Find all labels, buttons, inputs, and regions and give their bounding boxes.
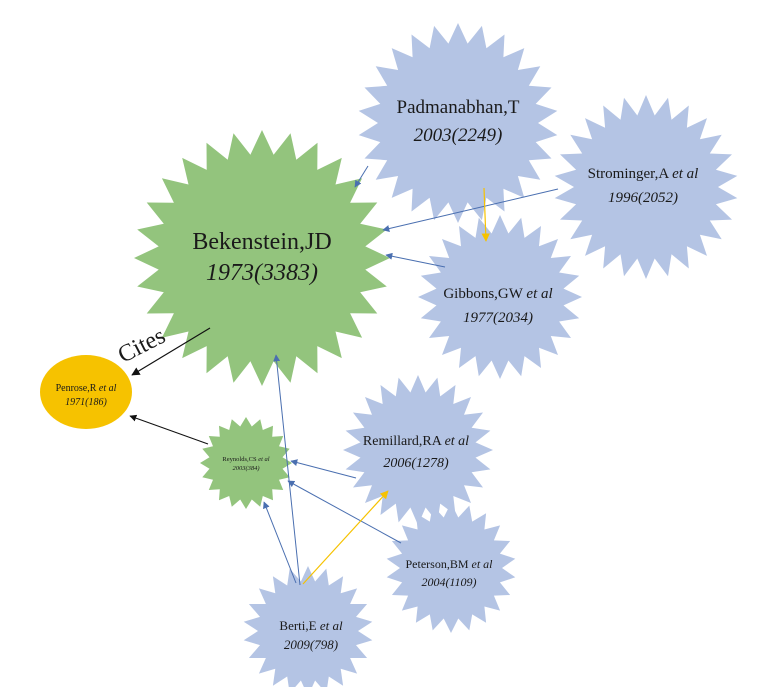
node-bekenstein-shape bbox=[134, 130, 390, 386]
node-remillard-etal: et al bbox=[445, 434, 470, 449]
node-padmanabhan-shape bbox=[358, 23, 558, 223]
edge-strominger-bekenstein bbox=[382, 188, 559, 232]
node-penrose-etal: et al bbox=[99, 383, 117, 394]
node-gibbons-etal: et al bbox=[526, 286, 552, 302]
node-penrose-shape bbox=[40, 355, 132, 429]
node-reynolds-title: Reynolds,CS et al bbox=[222, 456, 269, 463]
node-reynolds-label: Reynolds,CS et al 2003(384) bbox=[222, 456, 269, 472]
node-remillard-label: Remillard,RA et al 2006(1278) bbox=[363, 434, 469, 471]
node-reynolds-name: Reynolds,CS bbox=[222, 456, 257, 463]
edge-peterson-reynolds bbox=[287, 480, 402, 544]
node-bekenstein-label: Bekenstein,JD 1973(3383) bbox=[192, 229, 331, 286]
node-remillard-name: Remillard,RA bbox=[363, 434, 443, 449]
edge-label-cites: Cites bbox=[114, 323, 170, 369]
node-strominger-etal: et al bbox=[672, 166, 698, 182]
edge-padmanabhan-bekenstein bbox=[354, 165, 369, 188]
node-padmanabhan-label: Padmanabhan,T 2003(2249) bbox=[397, 97, 520, 146]
node-gibbons-shape bbox=[418, 215, 582, 379]
node-peterson-label: Peterson,BM et al 2004(1109) bbox=[406, 557, 494, 589]
node-berti-etal: et al bbox=[320, 618, 343, 633]
node-penrose-meta: 1971(186) bbox=[65, 397, 107, 408]
node-peterson-name: Peterson,BM bbox=[406, 557, 469, 571]
node-penrose-title: Penrose,R et al bbox=[56, 383, 117, 394]
node-strominger-shape bbox=[554, 95, 738, 279]
edge-padmanabhan-gibbons bbox=[481, 187, 490, 242]
edge-berti-remillard bbox=[302, 490, 389, 585]
node-peterson-title: Peterson,BM et al bbox=[406, 557, 494, 571]
node-peterson-etal: et al bbox=[472, 557, 494, 571]
edges bbox=[129, 165, 559, 586]
node-berti-label: Berti,E et al 2009(798) bbox=[279, 618, 343, 652]
node-padmanabhan-meta: 2003(2249) bbox=[414, 125, 503, 146]
node-penrose-label: Penrose,R et al 1971(186) bbox=[56, 383, 117, 408]
node-remillard-title: Remillard,RA et al bbox=[363, 434, 469, 449]
node-gibbons-name: Gibbons,GW bbox=[443, 286, 523, 302]
node-padmanabhan-name: Padmanabhan,T bbox=[397, 97, 520, 118]
node-remillard-meta: 2006(1278) bbox=[383, 456, 449, 471]
node-gibbons-meta: 1977(2034) bbox=[463, 310, 533, 326]
node-bekenstein-name: Bekenstein,JD bbox=[192, 229, 331, 255]
edge-remillard-reynolds bbox=[290, 459, 357, 479]
node-peterson-shape bbox=[386, 503, 516, 633]
node-strominger-name: Strominger,A bbox=[588, 166, 670, 182]
node-strominger-title: Strominger,A et al bbox=[588, 166, 699, 182]
edge-berti-bekenstein bbox=[273, 354, 301, 586]
node-penrose-name: Penrose,R bbox=[56, 383, 97, 394]
node-gibbons-title: Gibbons,GW et al bbox=[443, 286, 552, 302]
node-reynolds-etal: et al bbox=[258, 456, 270, 463]
node-reynolds-shape bbox=[200, 417, 292, 509]
edge-bekenstein-penrose bbox=[131, 327, 211, 376]
edge-reynolds-penrose bbox=[129, 414, 209, 445]
node-peterson-meta: 2004(1109) bbox=[421, 575, 476, 589]
node-berti-title: Berti,E et al bbox=[279, 618, 343, 633]
node-reynolds-meta: 2003(384) bbox=[232, 465, 259, 472]
node-berti-meta: 2009(798) bbox=[284, 637, 338, 652]
edge-berti-reynolds bbox=[263, 501, 297, 584]
edge-gibbons-bekenstein bbox=[385, 252, 446, 268]
node-gibbons-label: Gibbons,GW et al 1977(2034) bbox=[443, 286, 552, 326]
node-strominger-meta: 1996(2052) bbox=[608, 190, 678, 206]
node-strominger-label: Strominger,A et al 1996(2052) bbox=[588, 166, 699, 206]
node-remillard-shape bbox=[343, 375, 493, 525]
node-bekenstein-meta: 1973(3383) bbox=[206, 260, 318, 286]
node-berti-shape bbox=[243, 566, 373, 687]
node-berti-name: Berti,E bbox=[279, 618, 316, 633]
